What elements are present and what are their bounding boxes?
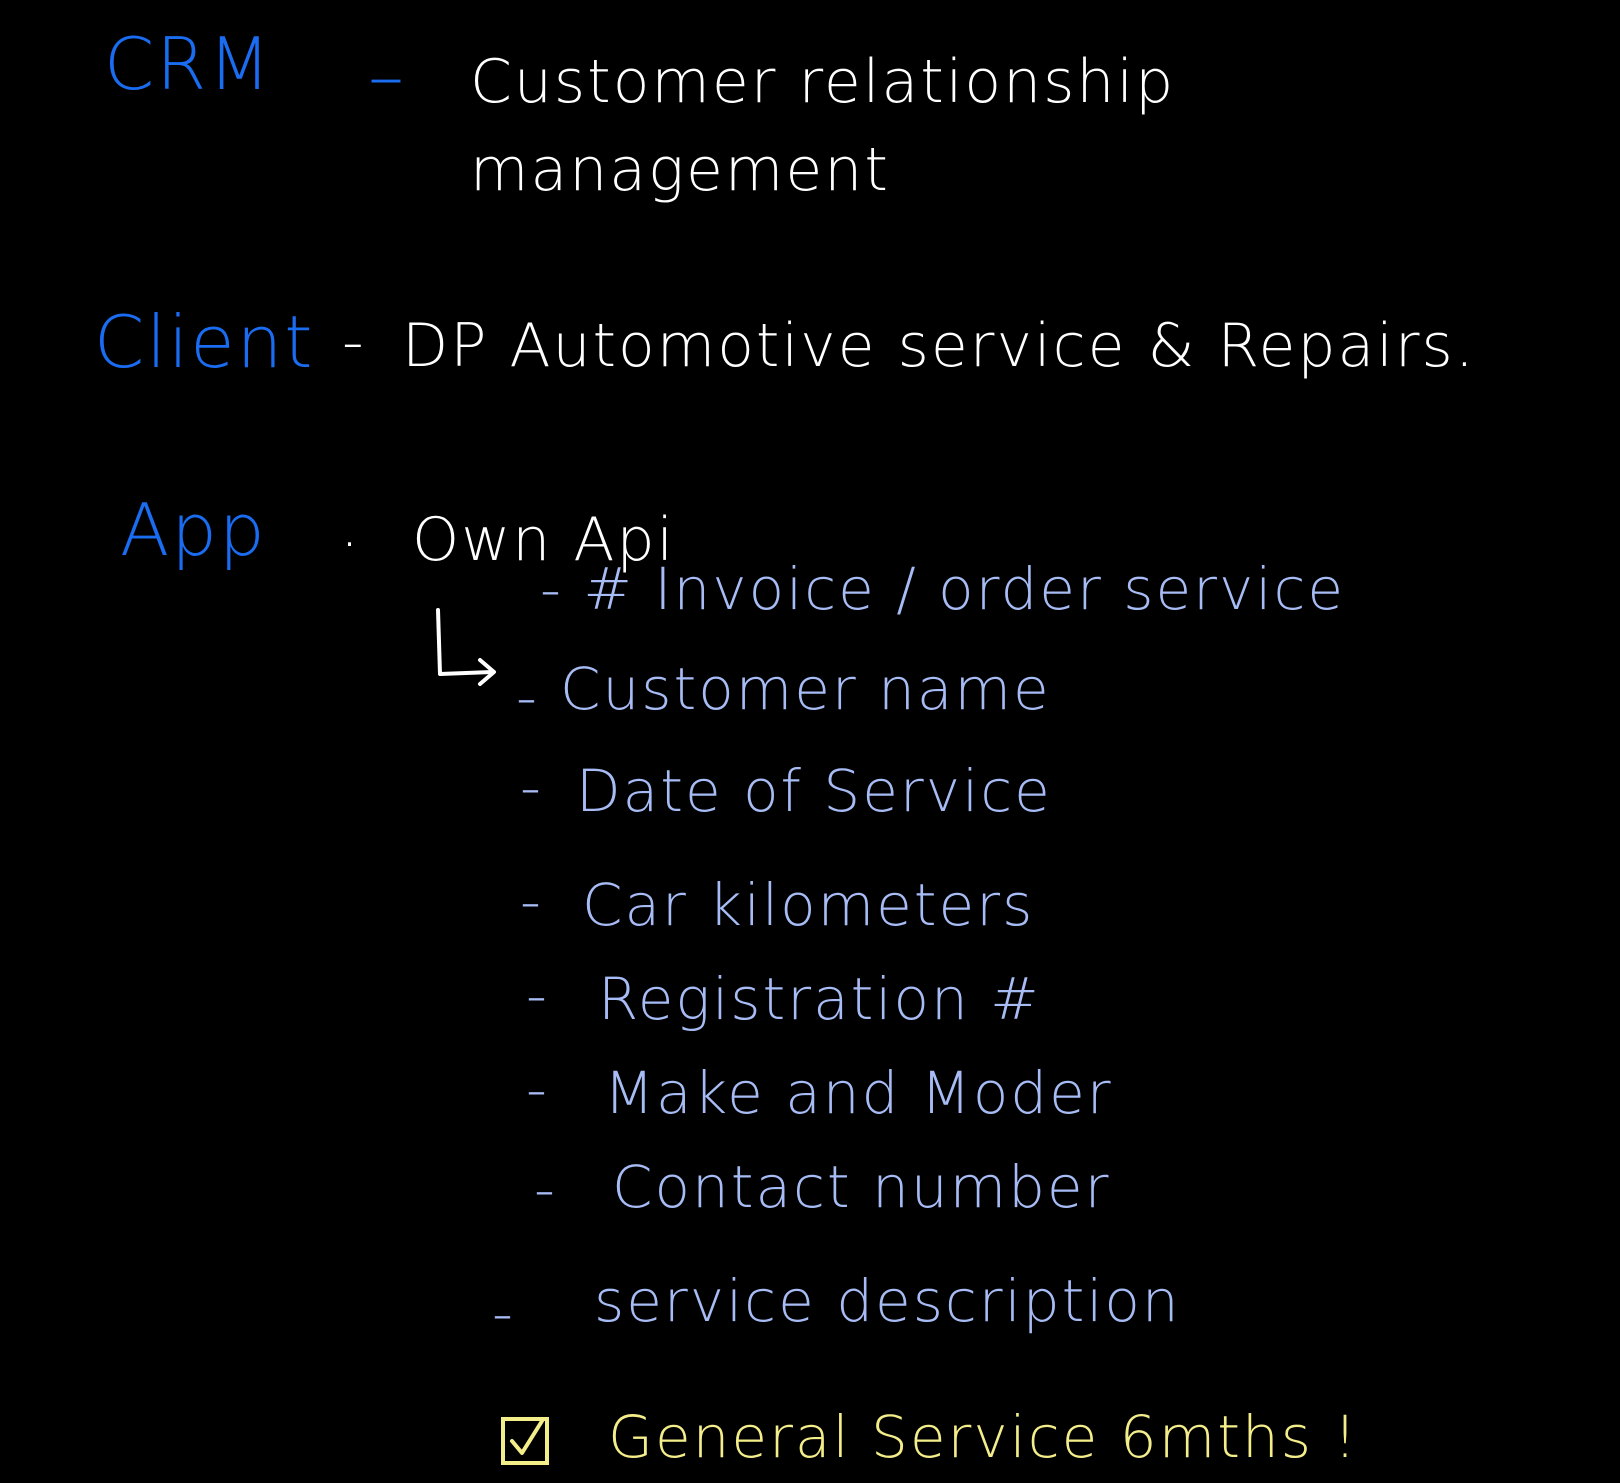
list-dash: - <box>520 867 543 935</box>
checkbox-checked-icon <box>501 1417 549 1465</box>
client-value: DP Automotive service & Repairs. <box>402 311 1476 381</box>
list-item-registration: Registration # <box>598 965 1041 1033</box>
return-arrow-icon <box>436 608 496 686</box>
app-term: App <box>120 488 267 572</box>
list-item-make-and-model: Make and Moder <box>604 1059 1113 1127</box>
list-dash: - <box>516 663 539 731</box>
list-item-contact-number: Contact number <box>612 1153 1111 1221</box>
list-dash: - <box>526 961 549 1029</box>
crm-definition-line1: Customer relationship <box>470 47 1176 117</box>
client-term: Client <box>94 300 315 384</box>
list-item-service-description: service description <box>594 1267 1181 1335</box>
list-item-date-of-service: Date of Service <box>576 757 1052 825</box>
list-dash: - <box>526 1055 549 1123</box>
list-item-invoice: - # Invoice / order service <box>540 555 1346 623</box>
crm-definition-line2: management <box>470 135 890 205</box>
checked-item-general-service: General Service 6mths ! <box>608 1403 1359 1471</box>
crm-dash: – <box>368 34 406 118</box>
crm-term: CRM <box>104 22 273 106</box>
list-dash: - <box>492 1279 515 1347</box>
list-item-customer-name: Customer name <box>560 655 1051 723</box>
list-dash: - <box>534 1155 557 1223</box>
app-bullet: . <box>340 491 362 561</box>
app-value: Own Api <box>412 505 676 575</box>
client-dash: - <box>342 307 366 377</box>
list-dash: - <box>520 753 543 821</box>
list-item-car-kilometers: Car kilometers <box>582 871 1035 939</box>
